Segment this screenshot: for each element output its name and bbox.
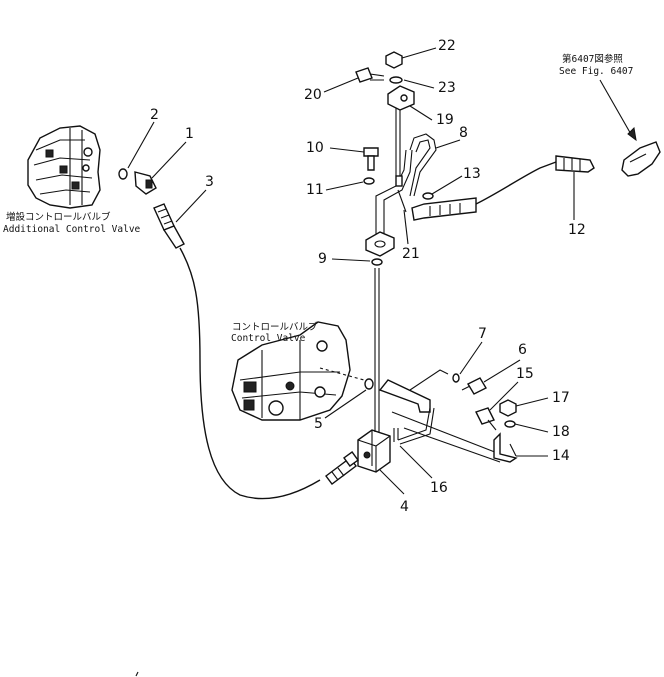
nut-17: [499, 399, 517, 417]
callout-3: 3: [205, 174, 214, 190]
callout-6: 6: [518, 342, 527, 358]
callout-8: 8: [459, 125, 468, 141]
bolt-10: [363, 147, 379, 171]
callout-10: 10: [306, 140, 324, 156]
bolt-20: [355, 67, 385, 83]
additional-valve-label-en: Additional Control Valve: [3, 224, 141, 235]
control-valve-label-jp: コントロールバルブ: [232, 321, 318, 333]
callout-14: 14: [552, 448, 570, 464]
additional-control-valve: [27, 125, 101, 209]
washer-7: [452, 373, 460, 383]
callout-16: 16: [430, 480, 448, 496]
callout-17: 17: [552, 390, 570, 406]
callout-5: 5: [314, 416, 323, 432]
callout-1: 1: [185, 126, 194, 142]
washer-11: [363, 177, 375, 185]
o-ring-13: [422, 192, 434, 200]
bracket-14: [493, 432, 518, 463]
callout-22: 22: [438, 38, 456, 54]
bolt-15: [475, 407, 497, 431]
o-ring-5: [364, 378, 374, 390]
hose-12: [411, 155, 595, 221]
fig-6407-reference-part: [621, 141, 661, 177]
hose-3: [153, 203, 321, 500]
callout-18: 18: [552, 424, 570, 440]
callout-23: 23: [438, 80, 456, 96]
o-ring-2: [118, 168, 128, 180]
pipe-16: [378, 379, 435, 445]
control-valve-label-en: Control Valve: [231, 333, 306, 344]
control-valve: [231, 321, 351, 421]
washer-23: [389, 76, 403, 84]
callout-2: 2: [150, 107, 159, 123]
fitting-21: [395, 175, 407, 213]
callout-21: 21: [402, 246, 420, 262]
bracket-19: [387, 85, 415, 176]
pipe-8: [409, 133, 437, 197]
callout-12: 12: [568, 222, 586, 238]
additional-valve-label-jp: 増設コントロールバルブ: [6, 211, 111, 223]
elbow-fitting-1: [134, 171, 157, 195]
callout-15: 15: [516, 366, 534, 382]
flange-21: [365, 231, 395, 257]
see-fig-label-jp: 第6407図参照: [562, 53, 623, 65]
o-ring-9: [371, 258, 383, 266]
callout-7: 7: [478, 326, 487, 342]
hose-fitting-4: [325, 451, 359, 485]
callout-19: 19: [436, 112, 454, 128]
callout-9: 9: [318, 251, 327, 267]
see-fig-label-en: See Fig. 6407: [559, 66, 633, 77]
callout-11: 11: [306, 182, 324, 198]
nut-22: [385, 51, 403, 69]
bolt-6: [461, 377, 487, 395]
callout-13: 13: [463, 166, 481, 182]
block-4: [357, 429, 391, 473]
callout-4: 4: [400, 499, 409, 515]
callout-20: 20: [304, 87, 322, 103]
washer-18: [504, 420, 516, 428]
